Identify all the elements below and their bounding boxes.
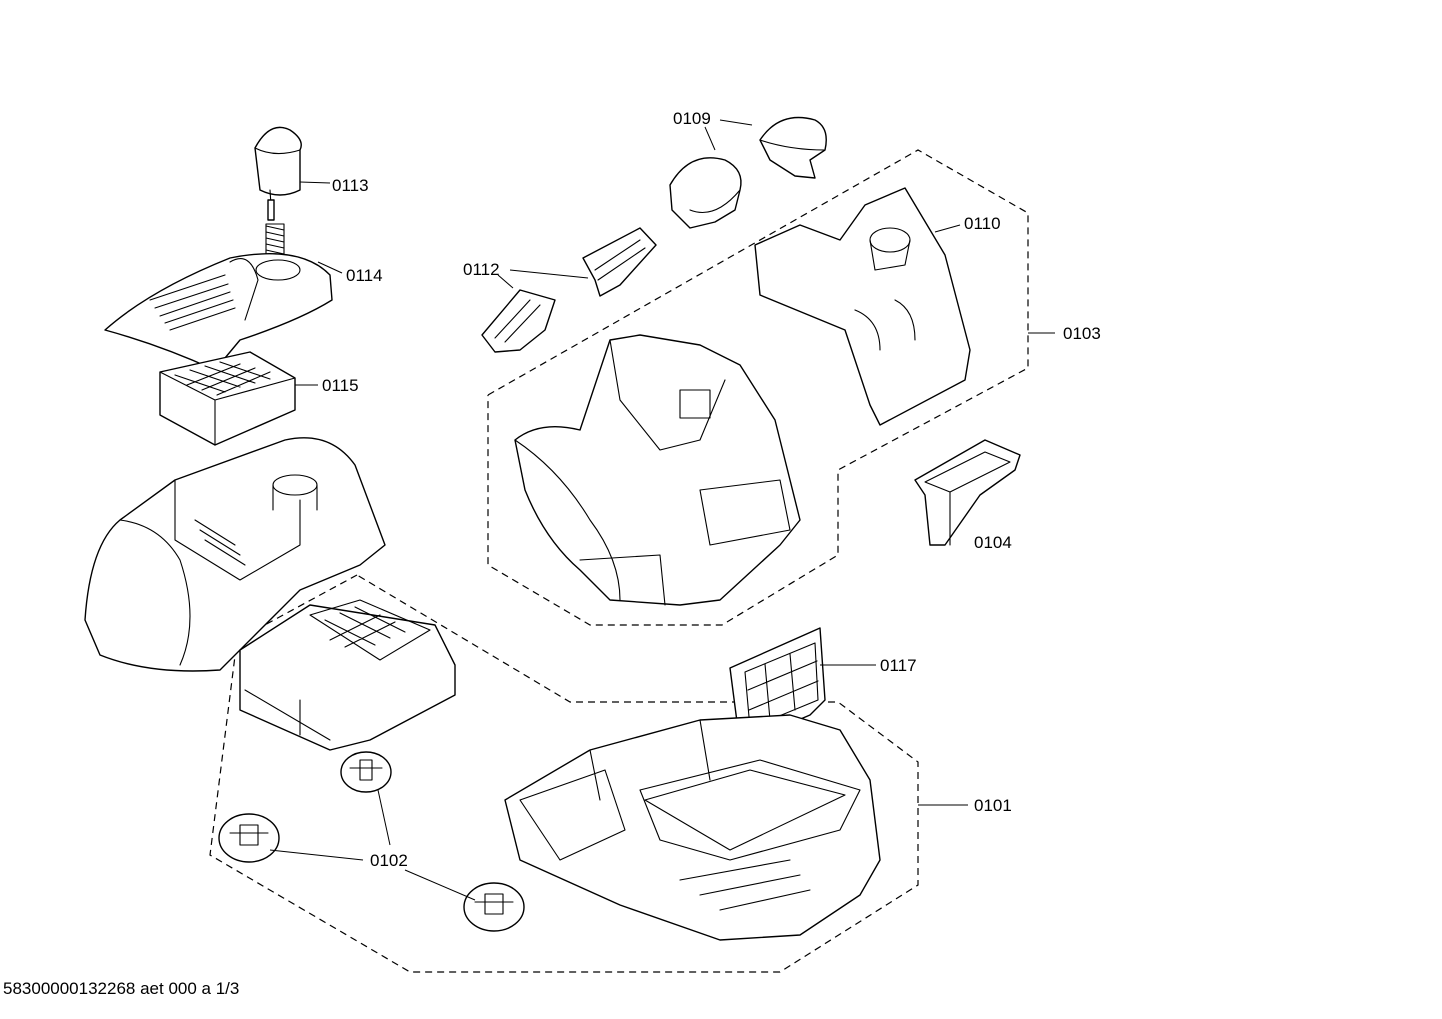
part-housing-top-cover <box>84 437 386 672</box>
part-0102-wheel-a <box>340 751 392 793</box>
label-0109: 0109 <box>673 109 711 128</box>
leader-0112-b <box>497 274 514 289</box>
part-0113-knob <box>254 126 302 221</box>
leader-0102-a <box>269 849 364 861</box>
group-outline-0101 <box>209 574 919 973</box>
part-0102-wheel-b <box>218 813 280 863</box>
group-outline-0103 <box>487 149 1029 626</box>
part-base-housing <box>504 714 881 941</box>
part-0109-plug-b <box>669 157 742 229</box>
leader-0109-b <box>704 126 716 151</box>
part-0114-lid <box>104 253 333 371</box>
part-0115-filter <box>159 351 296 446</box>
part-lower-body-shell <box>239 599 456 751</box>
leader-0110 <box>934 224 961 233</box>
label-0112: 0112 <box>463 260 500 279</box>
label-0117: 0117 <box>880 656 917 675</box>
label-0103: 0103 <box>1063 324 1101 343</box>
part-upper-chassis <box>514 334 801 606</box>
part-0109-plug-a <box>759 116 827 179</box>
label-0102: 0102 <box>370 851 408 870</box>
part-0112-clip-a <box>582 227 657 297</box>
part-0110-handle-shell <box>754 187 971 426</box>
label-0115: 0115 <box>322 376 359 395</box>
label-0110: 0110 <box>964 214 1001 233</box>
part-0117-filter-frame <box>729 627 826 746</box>
document-footer-code: 58300000132268 aet 000 a 1/3 <box>3 979 240 998</box>
label-0104: 0104 <box>974 533 1012 552</box>
part-0112-clip-b <box>481 289 556 353</box>
leader-0112-a <box>509 269 589 279</box>
part-0102-wheel-c <box>463 882 525 932</box>
leader-0102-b <box>377 789 391 846</box>
label-0113: 0113 <box>332 176 369 195</box>
label-0114: 0114 <box>346 266 383 285</box>
leader-0114 <box>317 261 343 274</box>
label-0101: 0101 <box>974 796 1012 815</box>
leader-0109-a <box>719 119 753 126</box>
leader-0102-c <box>404 869 476 901</box>
leader-0113 <box>299 181 331 184</box>
part-spring <box>265 223 285 257</box>
part-0104-cassette <box>914 439 1021 546</box>
